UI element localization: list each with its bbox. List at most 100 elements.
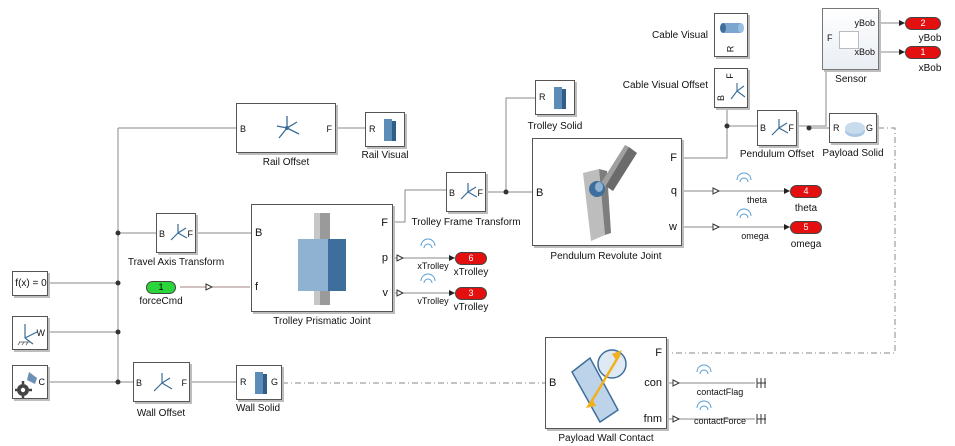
cable-visual-label: Cable Visual	[652, 30, 708, 41]
port-f: F	[381, 217, 388, 229]
cylinder-icon	[720, 23, 744, 33]
outport-ybob-label: yBob	[918, 33, 942, 44]
port-f: F	[477, 188, 484, 198]
port-p: p	[381, 252, 388, 264]
sensor-block[interactable]: F yBob xBob	[822, 8, 879, 70]
port-f-force: f	[255, 281, 259, 293]
sphere-icon	[845, 122, 865, 137]
subsystem-icon	[839, 31, 859, 49]
port-f: F	[181, 378, 188, 388]
port-b: B	[159, 229, 166, 239]
payload-wall-contact-label: Payload Wall Contact	[558, 433, 654, 444]
payload-solid-label: Payload Solid	[822, 148, 884, 159]
trolley-solid-block[interactable]: R	[535, 80, 575, 115]
cable-visual-offset-label: Cable Visual Offset	[622, 80, 708, 91]
pendulum-revolute-joint-block[interactable]: B F q w	[532, 138, 682, 246]
outport-omega-label: omega	[790, 239, 822, 250]
port-f: F	[326, 124, 333, 134]
wall-offset-label: Wall Offset	[136, 408, 186, 419]
solid-icon	[554, 87, 566, 109]
outport-theta[interactable]: 4	[790, 185, 822, 198]
trolley-frame-transform-block[interactable]: B F	[446, 172, 486, 212]
signal-contactflag: contactFlag	[696, 387, 744, 397]
signal-theta: theta	[746, 195, 768, 205]
pendulum-offset-block[interactable]: B F	[757, 110, 797, 146]
outport-vtrolley[interactable]: 3	[455, 287, 487, 300]
rail-offset-block[interactable]: B F	[236, 103, 336, 153]
port-r: R	[833, 123, 840, 133]
inport-forcecmd-label: forceCmd	[139, 296, 183, 307]
port-ybob: yBob	[854, 18, 875, 28]
gear-icon	[15, 372, 37, 398]
rigid-transform-icon	[276, 116, 300, 139]
rigid-transform-icon	[170, 224, 188, 241]
port-b: B	[536, 187, 544, 199]
port-f: F	[788, 123, 795, 133]
payload-solid-block[interactable]: R G	[829, 113, 877, 143]
rail-visual-block[interactable]: R	[365, 112, 405, 147]
port-r: R	[369, 124, 376, 134]
port-g: G	[270, 377, 278, 387]
spatial-contact-icon	[571, 349, 627, 424]
signal-omega: omega	[741, 231, 769, 241]
port-g: G	[865, 123, 873, 133]
rigid-transform-icon	[153, 373, 173, 392]
port-f: F	[670, 152, 677, 164]
trolley-prismatic-joint-block[interactable]: B f F p v	[251, 204, 393, 312]
port-b: B	[449, 188, 456, 198]
solid-icon	[384, 119, 396, 141]
port-v: v	[382, 287, 389, 299]
port-b: B	[549, 377, 557, 389]
port-b: B	[716, 94, 727, 102]
port-b: B	[136, 378, 143, 388]
port-c: C	[38, 377, 46, 387]
solver-config-text: f(x) = 0	[15, 278, 47, 289]
port-f: F	[187, 229, 194, 239]
port-f: F	[655, 347, 662, 359]
outport-xtrolley-label: xTrolley	[453, 267, 489, 278]
rigid-transform-icon	[730, 83, 746, 100]
port-b: B	[255, 227, 263, 239]
outport-xtrolley[interactable]: 6	[455, 252, 487, 265]
trolley-prismatic-joint-label: Trolley Prismatic Joint	[273, 316, 371, 327]
pendulum-revolute-joint-label: Pendulum Revolute Joint	[550, 251, 662, 262]
outport-omega[interactable]: 5	[790, 221, 822, 234]
wall-offset-block[interactable]: B F	[133, 362, 190, 402]
signal-vtrolley: vTrolley	[417, 296, 449, 306]
travel-axis-transform-block[interactable]: B F	[156, 213, 196, 253]
outport-vtrolley-label: vTrolley	[453, 302, 489, 313]
solver-configuration-block[interactable]: f(x) = 0	[12, 271, 48, 296]
port-b: B	[760, 123, 767, 133]
cable-visual-block[interactable]: R	[714, 13, 748, 57]
revolute-joint-icon	[583, 145, 637, 241]
sensor-label: Sensor	[835, 74, 867, 85]
rail-offset-label: Rail Offset	[262, 157, 310, 168]
trolley-frame-transform-label: Trolley Frame Transform	[411, 217, 521, 228]
rail-visual-label: Rail Visual	[361, 150, 409, 161]
outport-ybob[interactable]: 2	[905, 17, 941, 30]
outport-xbob-label: xBob	[918, 63, 942, 74]
wall-solid-block[interactable]: R G	[236, 365, 282, 400]
pendulum-offset-label: Pendulum Offset	[739, 149, 815, 160]
port-q: q	[670, 185, 677, 197]
trolley-solid-label: Trolley Solid	[527, 121, 583, 132]
port-w: W	[36, 328, 46, 338]
port-r: R	[539, 92, 546, 102]
port-f: F	[724, 73, 735, 79]
wall-solid-label: Wall Solid	[235, 403, 281, 414]
payload-wall-contact-block[interactable]: B F con fnm	[545, 337, 667, 429]
port-con: con	[644, 377, 662, 389]
solid-icon	[255, 372, 267, 394]
inport-forcecmd[interactable]: 1	[146, 281, 176, 294]
cable-visual-offset-block[interactable]: B F	[714, 68, 748, 108]
mechanism-configuration-block[interactable]: C	[12, 365, 48, 399]
port-fnm: fnm	[643, 413, 662, 425]
signal-xtrolley: xTrolley	[417, 261, 449, 271]
outport-theta-label: theta	[794, 203, 818, 214]
world-frame-icon	[17, 324, 38, 346]
outport-xbob[interactable]: 1	[905, 46, 941, 59]
port-f: F	[827, 33, 833, 43]
world-frame-block[interactable]: W	[12, 316, 48, 350]
port-r: R	[725, 45, 736, 53]
